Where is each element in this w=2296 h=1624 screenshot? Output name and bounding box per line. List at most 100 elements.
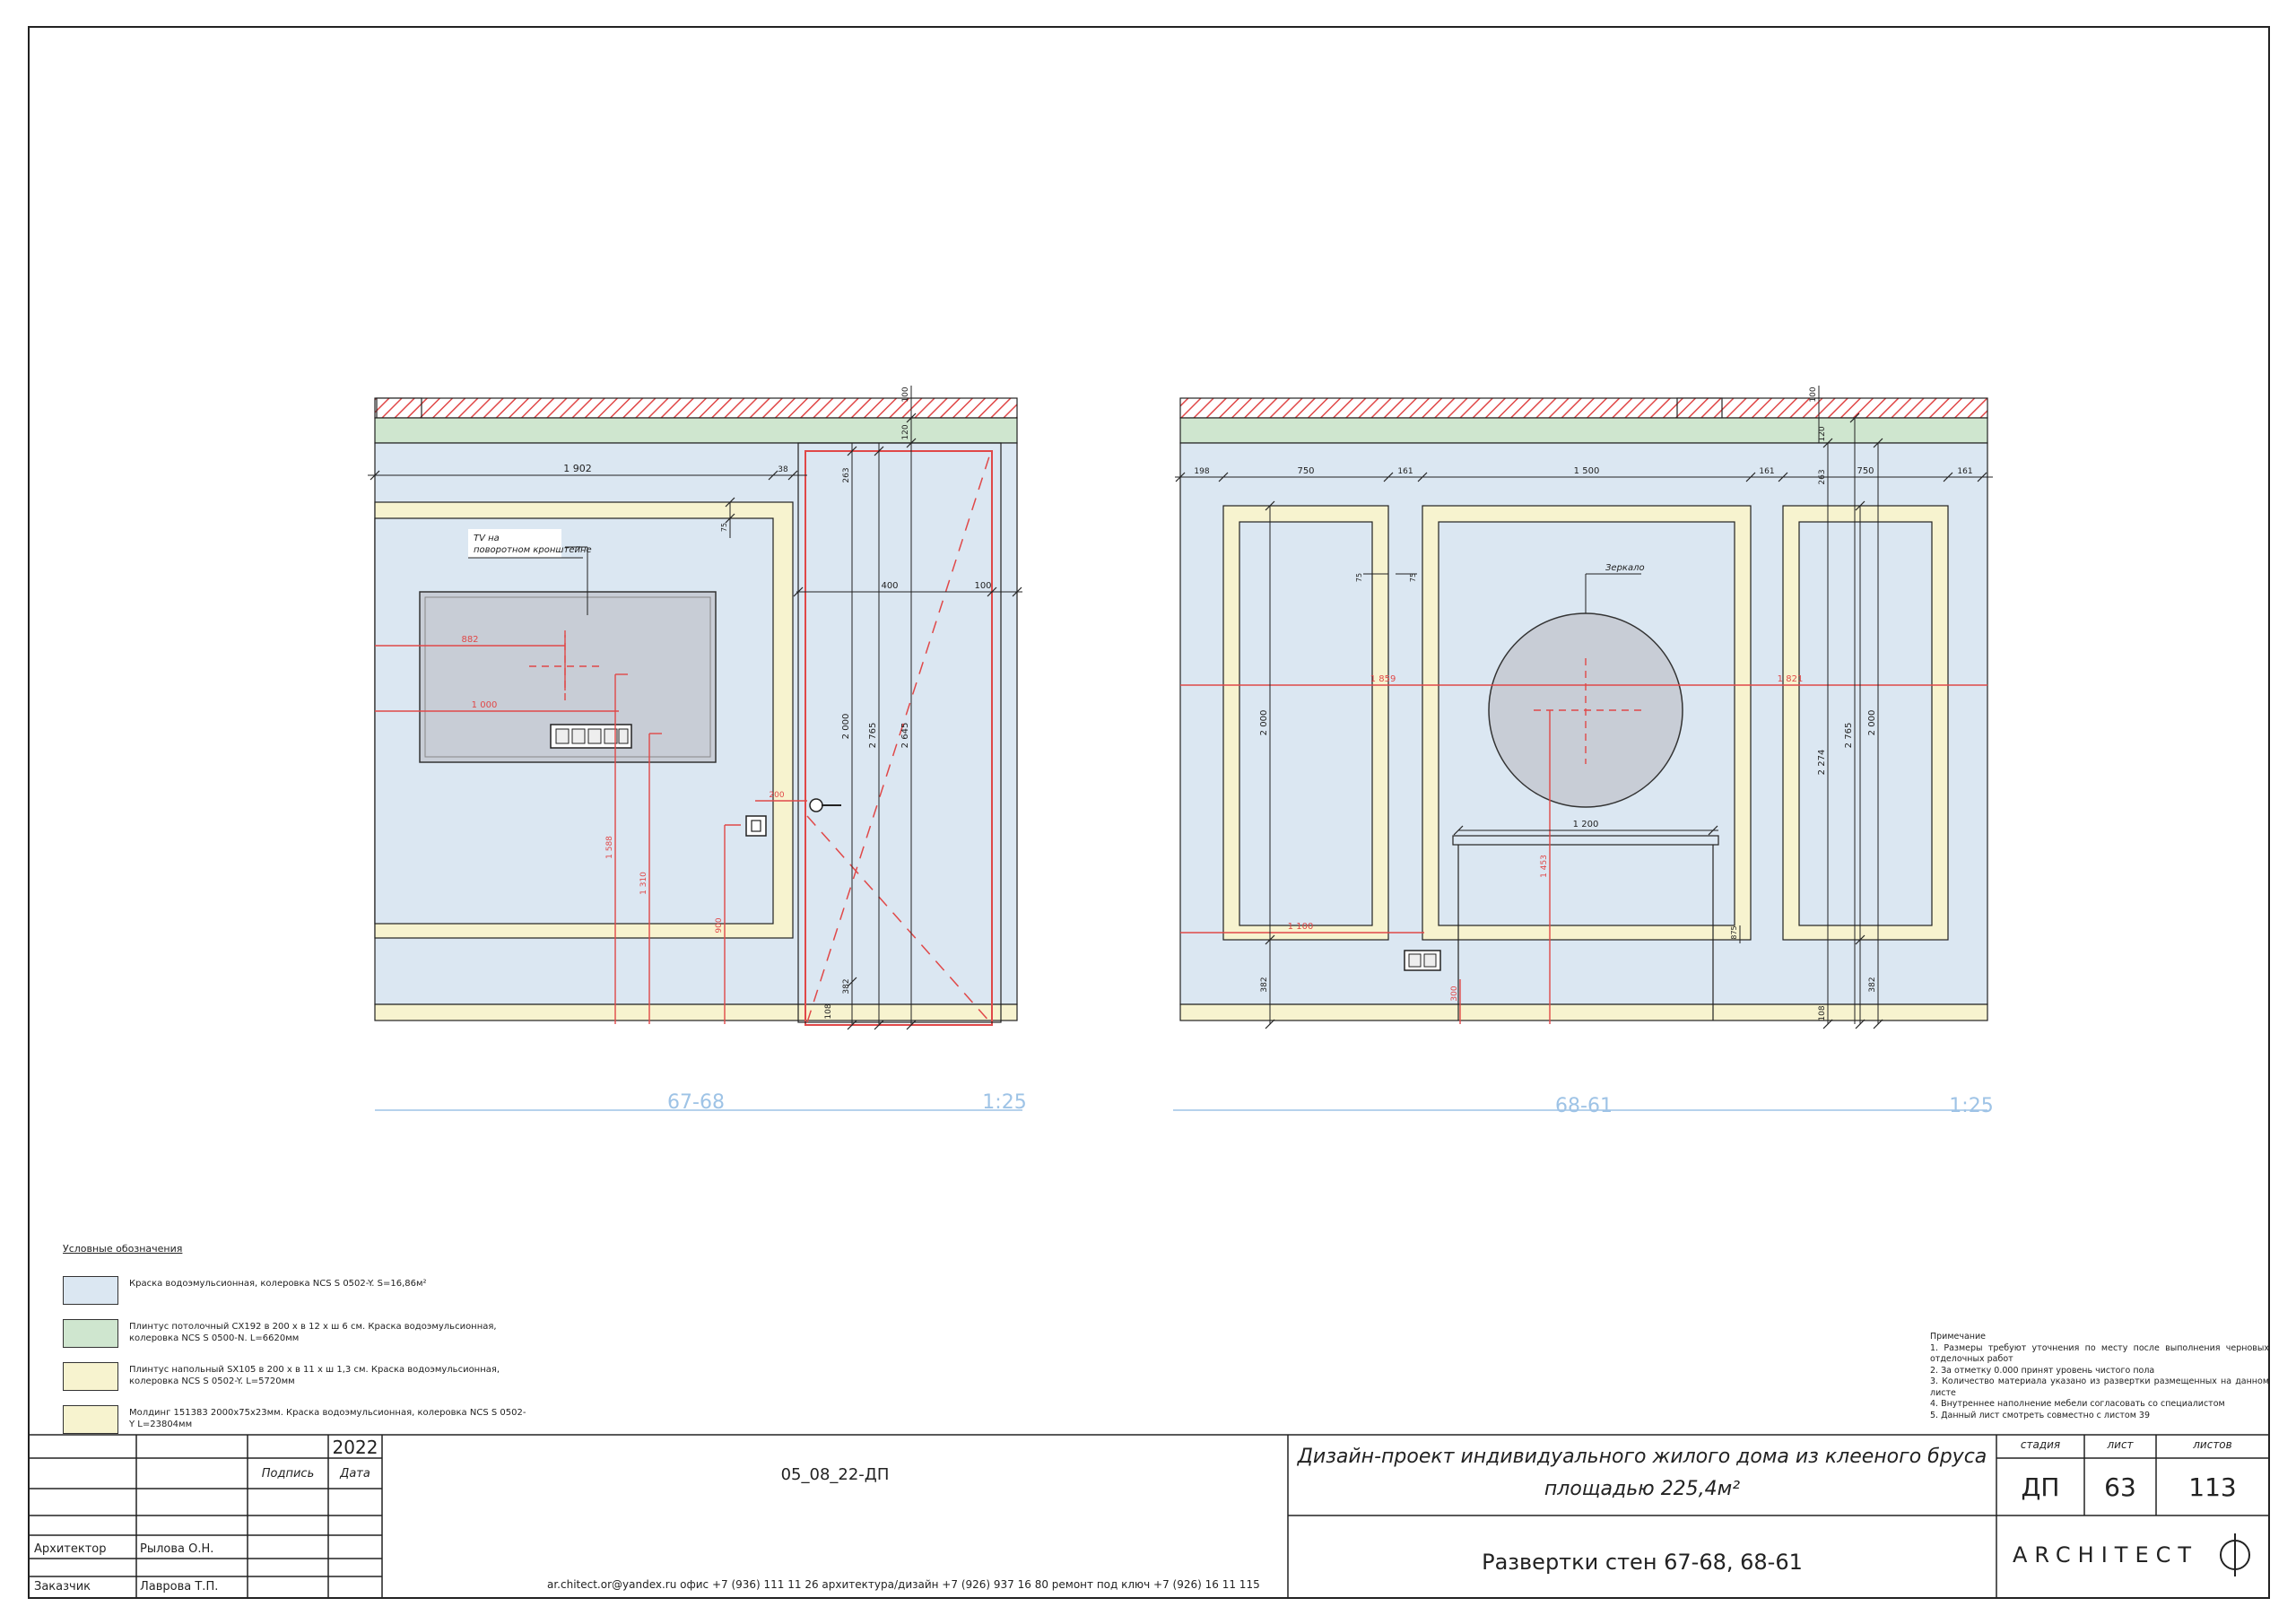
elevation-label-67-68: 67-68 <box>667 1091 725 1114</box>
project-title-line2: площадью 225,4м² <box>1544 1478 1741 1500</box>
note-item: 1. Размеры требуют уточнения по месту по… <box>1930 1342 2269 1365</box>
note-item: 5. Данный лист смотреть совместно с лист… <box>1930 1410 2151 1420</box>
dim-1902: 1 902 <box>563 463 592 474</box>
dim-750-right: 750 <box>1857 466 1874 476</box>
dim-1453: 1 453 <box>1540 855 1549 878</box>
legend-item: Краска водоэмульсионная, колеровка NCS S… <box>63 1276 529 1312</box>
callout-mirror: Зеркало <box>1605 563 1645 573</box>
floor-skirting <box>374 1003 1018 1021</box>
door-leaf <box>797 442 1002 1023</box>
dim-161-b: 161 <box>1759 467 1774 476</box>
architect-logo-mark <box>2220 1533 2250 1576</box>
legend: Условные обозначения Краска водоэмульсио… <box>63 1243 529 1448</box>
customer-name: Лаврова Т.П. <box>140 1580 219 1594</box>
sheets-label: листов <box>2193 1438 2232 1451</box>
dim-2000: 2 000 <box>841 714 851 740</box>
dim-200: 200 <box>769 791 784 800</box>
dim-120-top: 120 <box>1818 426 1827 441</box>
dim-875: 875 <box>1730 925 1738 939</box>
legend-swatch <box>63 1319 118 1348</box>
console-table <box>1452 835 1719 1020</box>
dim-1000: 1 000 <box>472 700 498 710</box>
legend-text: Плинтус потолочный CX192 в 200 x в 12 x … <box>129 1322 497 1343</box>
stage-value: ДП <box>2021 1472 2060 1502</box>
dim-1310: 1 310 <box>639 872 648 895</box>
dim-100-top: 100 <box>901 386 910 402</box>
note-item: 2. За отметку 0.000 принят уровень чисто… <box>1930 1365 2155 1376</box>
dim-900: 900 <box>715 917 724 933</box>
dim-2765: 2 765 <box>868 723 878 749</box>
sheets-value: 113 <box>2188 1472 2237 1502</box>
legend-swatch <box>63 1276 118 1305</box>
elevation-scale-68-61: 1:25 <box>1949 1095 1993 1117</box>
elevation-67-68: 1 902 38 100 120 263 2 000 2 765 2 645 3… <box>368 386 1027 1114</box>
dim-100-top: 100 <box>1809 386 1818 402</box>
legend-item: Молдинг 151383 2000x75x23мм. Краска водо… <box>63 1405 529 1441</box>
legend-text: Плинтус напольный SX105 в 200 x в 11 x ш… <box>129 1365 500 1386</box>
tv-screen-inner <box>424 596 711 758</box>
door-handle <box>809 798 823 812</box>
note-item: 3. Количество материала указано из разве… <box>1930 1376 2269 1398</box>
year: 2022 <box>332 1437 378 1458</box>
elevation-68-61: 198 750 161 1 500 161 750 161 100 120 26… <box>1173 386 1994 1117</box>
dim-882: 882 <box>461 635 478 645</box>
notes-title: Примечание <box>1930 1332 1987 1342</box>
dim-2000-left: 2 000 <box>1259 710 1269 736</box>
dim-1500: 1 500 <box>1574 466 1600 476</box>
dim-750-left: 750 <box>1297 466 1314 476</box>
legend-text: Краска водоэмульсионная, колеровка NCS S… <box>129 1279 427 1289</box>
ceiling-cornice <box>1179 417 1988 444</box>
dim-300: 300 <box>1450 986 1459 1001</box>
dim-2274: 2 274 <box>1817 750 1827 776</box>
elevation-scale-67-68: 1:25 <box>982 1091 1026 1114</box>
project-code: 05_08_22-ДП <box>780 1465 890 1484</box>
dim-2645: 2 645 <box>900 723 910 749</box>
floor-skirting <box>1179 1003 1988 1021</box>
dim-75-a: 75 <box>1355 573 1363 582</box>
architect-logo-text: ARCHITECT <box>2013 1542 2199 1568</box>
dim-1859: 1 859 <box>1370 674 1396 684</box>
door-frame <box>804 450 993 1026</box>
dim-263: 263 <box>1818 469 1827 484</box>
dim-382: 382 <box>842 978 851 994</box>
podpis-label: Подпись <box>261 1467 315 1481</box>
dim-38: 38 <box>778 465 788 474</box>
dim-400: 400 <box>881 581 898 591</box>
architect-label: Архитектор <box>34 1542 107 1556</box>
dim-108: 108 <box>1818 1005 1827 1020</box>
dim-100-door: 100 <box>974 581 991 591</box>
dim-263: 263 <box>842 467 851 482</box>
stage-label: стадия <box>2020 1438 2061 1451</box>
sheet-title: Развертки стен 67-68, 68-61 <box>1482 1550 1803 1575</box>
beam-hatch <box>1676 397 1723 419</box>
dim-1200: 1 200 <box>1573 820 1599 829</box>
dim-120-top: 120 <box>901 424 910 439</box>
dim-75-b: 75 <box>1409 573 1417 582</box>
dim-161-c: 161 <box>1957 467 1972 476</box>
data-label: Дата <box>340 1467 370 1481</box>
note-item: 4. Внутреннее наполнение мебели согласов… <box>1930 1399 2225 1409</box>
legend-item: Плинтус потолочный CX192 в 200 x в 12 x … <box>63 1319 529 1355</box>
customer-label: Заказчик <box>34 1580 91 1594</box>
dim-382-left: 382 <box>1260 977 1269 992</box>
contacts: ar.chitect.or@yandex.ru офис +7 (936) 11… <box>547 1578 1260 1591</box>
dim-108: 108 <box>824 1003 833 1019</box>
light-switch <box>745 815 767 837</box>
beam-hatch <box>376 397 422 419</box>
dim-75: 75 <box>720 523 728 532</box>
dim-2765: 2 765 <box>1844 723 1854 749</box>
ceiling-hatch <box>1179 397 1988 419</box>
project-title-line1: Дизайн-проект индивидуального жилого дом… <box>1297 1446 1987 1468</box>
legend-swatch <box>63 1362 118 1391</box>
dim-1588: 1 588 <box>605 836 614 859</box>
legend-text: Молдинг 151383 2000x75x23мм. Краска водо… <box>129 1408 526 1429</box>
dim-2000-right: 2 000 <box>1867 710 1877 736</box>
ceiling-cornice <box>374 417 1018 444</box>
sheet-value: 63 <box>2104 1472 2136 1502</box>
dim-1821: 1 821 <box>1778 674 1804 684</box>
architect-name: Рылова О.Н. <box>140 1542 214 1556</box>
notes: Примечание 1. Размеры требуют уточнения … <box>1930 1332 2269 1421</box>
elevation-label-68-61: 68-61 <box>1555 1095 1613 1117</box>
